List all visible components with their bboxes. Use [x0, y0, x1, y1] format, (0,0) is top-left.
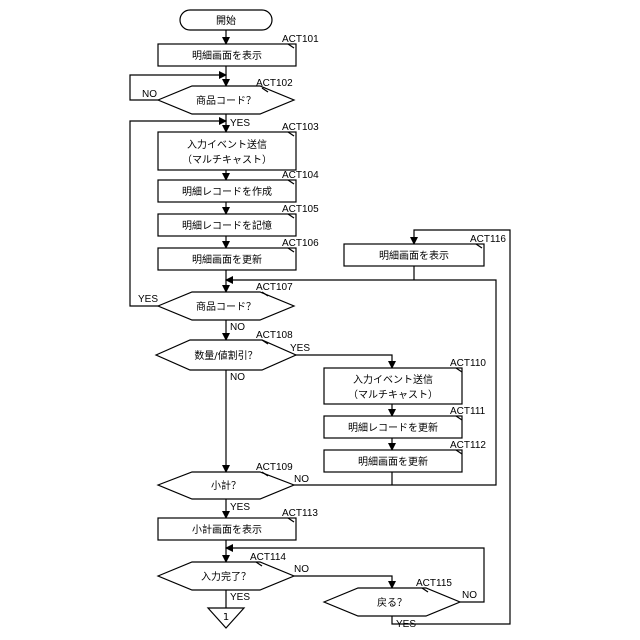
- act113-id: ACT113: [282, 508, 318, 519]
- act116-process: 明細画面を表示: [344, 244, 484, 266]
- act105-process: 明細レコードを記憶: [158, 214, 296, 236]
- act108-yes-label: YES: [290, 343, 310, 354]
- act114-id: ACT114: [250, 552, 286, 563]
- act107-decision: 商品コード？: [158, 292, 294, 320]
- act109-decision: 小計？: [158, 472, 294, 499]
- act110-process: 入力イベント送信 （マルチキャスト）: [324, 368, 462, 404]
- act108-id: ACT108: [256, 330, 293, 341]
- act109-yes-label: YES: [230, 502, 250, 513]
- start-node: 開始: [180, 10, 272, 30]
- act101-process: 明細画面を表示: [158, 44, 296, 66]
- act111-text: 明細レコードを更新: [348, 421, 438, 434]
- act114-no-label: NO: [294, 564, 309, 575]
- act114-yes-label: YES: [230, 592, 250, 603]
- act106-id: ACT106: [282, 238, 319, 249]
- act102-text: 商品コード？: [196, 94, 256, 107]
- act116-text: 明細画面を表示: [379, 249, 449, 262]
- act115-no-label: NO: [462, 590, 477, 601]
- act105-id: ACT105: [282, 204, 319, 215]
- act115-decision: 戻る？: [324, 588, 460, 616]
- act104-process: 明細レコードを作成: [158, 180, 296, 202]
- arrow-act108-to-act110: [294, 355, 392, 368]
- act108-decision: 数量/値割引？: [156, 340, 296, 370]
- offpage-connector: 1: [208, 608, 244, 628]
- act104-id: ACT104: [282, 170, 319, 181]
- act103-text-line1: 入力イベント送信: [187, 138, 267, 151]
- act102-yes-label: YES: [230, 118, 250, 129]
- act106-text: 明細画面を更新: [192, 253, 262, 266]
- start-label: 開始: [216, 14, 236, 27]
- act112-id: ACT112: [450, 440, 486, 451]
- arrow-act114-to-act115: [294, 576, 392, 588]
- act109-id: ACT109: [256, 462, 293, 473]
- act113-text: 小計画面を表示: [192, 523, 262, 536]
- act115-yes-label: YES: [396, 619, 416, 630]
- act101-id: ACT101: [282, 34, 319, 45]
- act107-id: ACT107: [256, 282, 293, 293]
- act109-no-label: NO: [294, 474, 309, 485]
- act103-text-line2: （マルチキャスト）: [182, 154, 272, 166]
- act102-decision: 商品コード？: [158, 86, 294, 114]
- connector-label: 1: [223, 612, 229, 623]
- act107-yes-label: YES: [138, 294, 158, 305]
- act101-text: 明細画面を表示: [192, 49, 262, 62]
- act112-text: 明細画面を更新: [358, 455, 428, 468]
- act111-id: ACT111: [450, 406, 486, 417]
- act110-text-line1: 入力イベント送信: [353, 373, 433, 386]
- act108-no-label: NO: [230, 372, 245, 383]
- act105-text: 明細レコードを記憶: [182, 219, 272, 232]
- act114-text: 入力完了？: [201, 570, 251, 583]
- act109-text: 小計？: [211, 479, 241, 492]
- act116-id: ACT116: [470, 234, 506, 245]
- act111-process: 明細レコードを更新: [324, 416, 462, 438]
- act106-process: 明細画面を更新: [158, 248, 296, 270]
- act103-id: ACT103: [282, 122, 319, 133]
- act107-no-label: NO: [230, 322, 245, 333]
- act102-no-label: NO: [142, 89, 157, 100]
- act107-text: 商品コード？: [196, 300, 256, 313]
- act102-id: ACT102: [256, 78, 293, 89]
- act112-process: 明細画面を更新: [324, 450, 462, 472]
- act110-id: ACT110: [450, 358, 486, 369]
- act114-decision: 入力完了？: [158, 562, 294, 590]
- act115-text: 戻る？: [377, 596, 407, 609]
- act104-text: 明細レコードを作成: [182, 185, 272, 198]
- act108-text: 数量/値割引？: [194, 349, 257, 362]
- act103-process: 入力イベント送信 （マルチキャスト）: [158, 132, 296, 170]
- act110-text-line2: （マルチキャスト）: [348, 389, 438, 401]
- act113-process: 小計画面を表示: [158, 518, 296, 540]
- step-id-labels: ACT101 ACT102 ACT103 ACT104 ACT105 ACT10…: [250, 34, 506, 592]
- act115-id: ACT115: [416, 578, 452, 589]
